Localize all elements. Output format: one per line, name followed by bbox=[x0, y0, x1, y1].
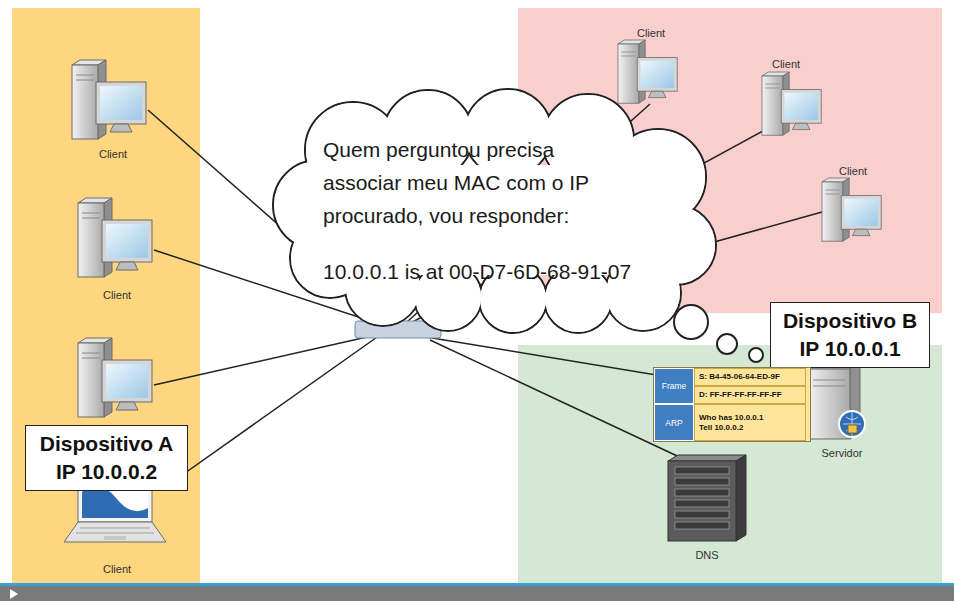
cloud-fill bbox=[465, 90, 551, 176]
device-label-box: Dispositivo A IP 10.0.0.2 bbox=[25, 425, 188, 491]
device-label-box: Dispositivo B IP 10.0.0.1 bbox=[770, 302, 930, 368]
packet-field: S: B4-45-06-64-ED-9F bbox=[694, 368, 806, 386]
thought-bubble bbox=[674, 305, 708, 339]
zone-yellow bbox=[12, 8, 200, 583]
wire bbox=[178, 335, 380, 478]
server-icon bbox=[808, 362, 865, 439]
client-icon bbox=[822, 178, 881, 241]
play-icon bbox=[10, 589, 18, 599]
network-wires bbox=[148, 104, 822, 478]
icon-label: DNS bbox=[695, 549, 718, 562]
thought-bubble bbox=[749, 348, 763, 362]
packet-field: Frame bbox=[654, 368, 694, 404]
device-label: Dispositivo A IP 10.0.0.2 bbox=[30, 430, 183, 486]
icon-label: Client bbox=[839, 165, 867, 178]
icon-label: Client bbox=[772, 58, 800, 71]
cloud-text: Quem perguntou precisa associar meu MAC … bbox=[323, 133, 618, 232]
player-progress bbox=[0, 583, 954, 586]
wire bbox=[430, 340, 690, 462]
cloud-text: 10.0.0.1 is at 00-D7-6D-68-91-07 bbox=[323, 255, 631, 288]
zone-green bbox=[518, 345, 942, 583]
client-icon bbox=[78, 338, 152, 417]
icon-label: Client bbox=[103, 563, 131, 576]
client-icon bbox=[78, 198, 152, 277]
icon-label: Client bbox=[637, 27, 665, 40]
client-icon bbox=[618, 40, 677, 103]
icon-label: Servidor bbox=[822, 447, 863, 460]
packet-field: ARP bbox=[654, 404, 694, 441]
client-icon bbox=[72, 60, 146, 139]
thought-cloud: Quem perguntou precisa associar meu MAC … bbox=[258, 85, 722, 337]
player-bar bbox=[0, 586, 954, 601]
client-icon bbox=[762, 72, 821, 135]
icon-label: Client bbox=[103, 289, 131, 302]
cloud-lobe bbox=[464, 89, 552, 177]
thought-bubble bbox=[717, 334, 737, 354]
icon-label: Client bbox=[99, 148, 127, 161]
arp-packet: FrameS: B4-45-06-64-ED-9FD: FF-FF-FF-FF-… bbox=[653, 367, 811, 442]
device-label: Dispositivo B IP 10.0.0.1 bbox=[775, 307, 925, 363]
packet-field: Who has 10.0.0.1 Tell 10.0.0.2 bbox=[694, 404, 806, 441]
dns-icon bbox=[668, 455, 746, 541]
packet-field: D: FF-FF-FF-FF-FF-FF bbox=[694, 386, 806, 404]
